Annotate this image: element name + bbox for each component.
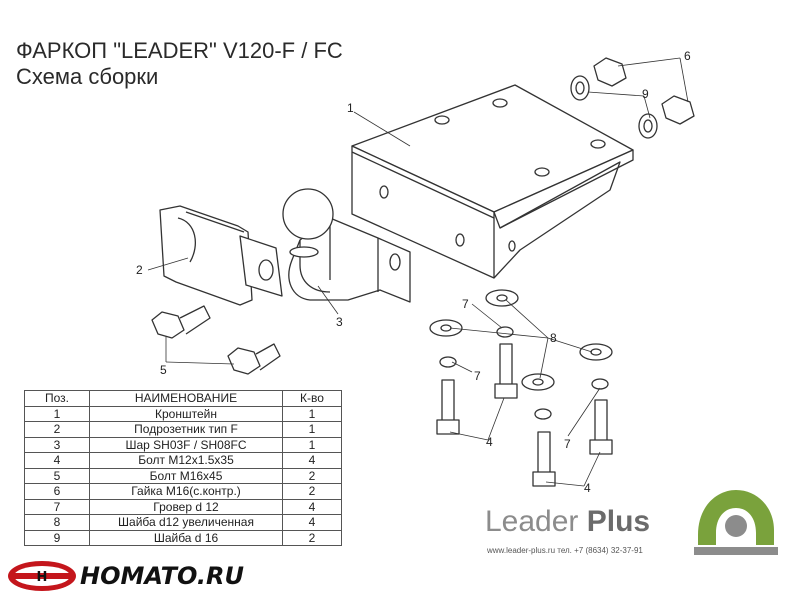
cell-qty: 1 <box>282 421 342 438</box>
cell-pos: 8 <box>24 514 90 531</box>
cell-qty: 4 <box>282 514 342 531</box>
cell-pos: 9 <box>24 529 90 546</box>
cell-qty: 2 <box>282 483 342 500</box>
cell-pos: 2 <box>24 421 90 438</box>
callout-4a: 4 <box>486 435 493 449</box>
cell-pos: 6 <box>24 483 90 500</box>
callout-labels: 1 2 3 4 4 5 6 7 7 7 8 9 <box>136 49 691 495</box>
title-line-model: ФАРКОП "LEADER" V120-F / FC <box>16 38 343 63</box>
cell-name: Шар SH03F / SH08FC <box>89 436 283 453</box>
homato-emblem-icon: H <box>8 561 76 591</box>
homato-watermark-text: HOMATO.RU <box>80 562 244 590</box>
svg-text:H: H <box>37 570 48 585</box>
cell-name: Шайба d12 увеличенная <box>89 514 283 531</box>
callout-2: 2 <box>136 263 143 277</box>
leader-lines <box>147 57 689 487</box>
callout-7a: 7 <box>462 297 469 311</box>
cell-name: Болт М16х45 <box>89 467 283 484</box>
part-m16-bolts <box>151 305 281 375</box>
callout-3: 3 <box>336 315 343 329</box>
brand-name-light: Leader <box>485 505 579 538</box>
homato-watermark: H HOMATO.RU <box>6 556 244 596</box>
cell-pos: 7 <box>24 498 90 515</box>
callout-9: 9 <box>642 87 649 101</box>
cell-pos: 4 <box>24 452 90 469</box>
col-quantity: К-во <box>282 390 342 407</box>
brand-contacts: www.leader-plus.ru тел. +7 (8634) 32-37-… <box>487 546 643 555</box>
cell-pos: 1 <box>24 405 90 422</box>
col-name: НАИМЕНОВАНИЕ <box>89 390 283 407</box>
callout-5: 5 <box>160 363 167 377</box>
part-tow-ball <box>282 188 411 303</box>
part-enlarged-washers <box>429 289 613 391</box>
callout-1: 1 <box>347 101 354 115</box>
cell-name: Кронштейн <box>89 405 283 422</box>
callout-8: 8 <box>550 331 557 345</box>
cell-qty: 1 <box>282 405 342 422</box>
part-lock-washers <box>439 326 609 420</box>
cell-pos: 3 <box>24 436 90 453</box>
cell-name: Гайка М16(с.контр.) <box>89 483 283 500</box>
cell-pos: 5 <box>24 467 90 484</box>
callout-7c: 7 <box>564 437 571 451</box>
cell-qty: 2 <box>282 529 342 546</box>
table-header-row: Поз. НАИМЕНОВАНИЕ К-во <box>24 390 342 407</box>
brand-name-bold: Plus <box>586 505 651 538</box>
part-socket-plate <box>159 205 283 306</box>
part-d16-washers <box>570 75 658 139</box>
cell-qty: 4 <box>282 452 342 469</box>
part-bracket <box>351 84 634 279</box>
cell-qty: 1 <box>282 436 342 453</box>
callout-4b: 4 <box>584 481 591 495</box>
cell-name: Подрозетник тип F <box>89 421 283 438</box>
part-m12-bolts <box>436 343 613 487</box>
cell-qty: 2 <box>282 467 342 484</box>
col-position: Поз. <box>24 390 90 407</box>
cell-name: Гровер d 12 <box>89 498 283 515</box>
cell-qty: 4 <box>282 498 342 515</box>
cell-name: Шайба d 16 <box>89 529 283 546</box>
title-line-subtitle: Схема сборки <box>16 64 159 89</box>
drawing-title: ФАРКОП "LEADER" V120-F / FC Схема сборки <box>16 38 343 90</box>
callout-7b: 7 <box>474 369 481 383</box>
leader-plus-brand: Leader Plus <box>485 505 650 539</box>
leader-plus-logo-icon <box>694 490 778 555</box>
cell-name: Болт М12х1.5х35 <box>89 452 283 469</box>
callout-6: 6 <box>684 49 691 63</box>
part-nuts <box>593 57 695 125</box>
